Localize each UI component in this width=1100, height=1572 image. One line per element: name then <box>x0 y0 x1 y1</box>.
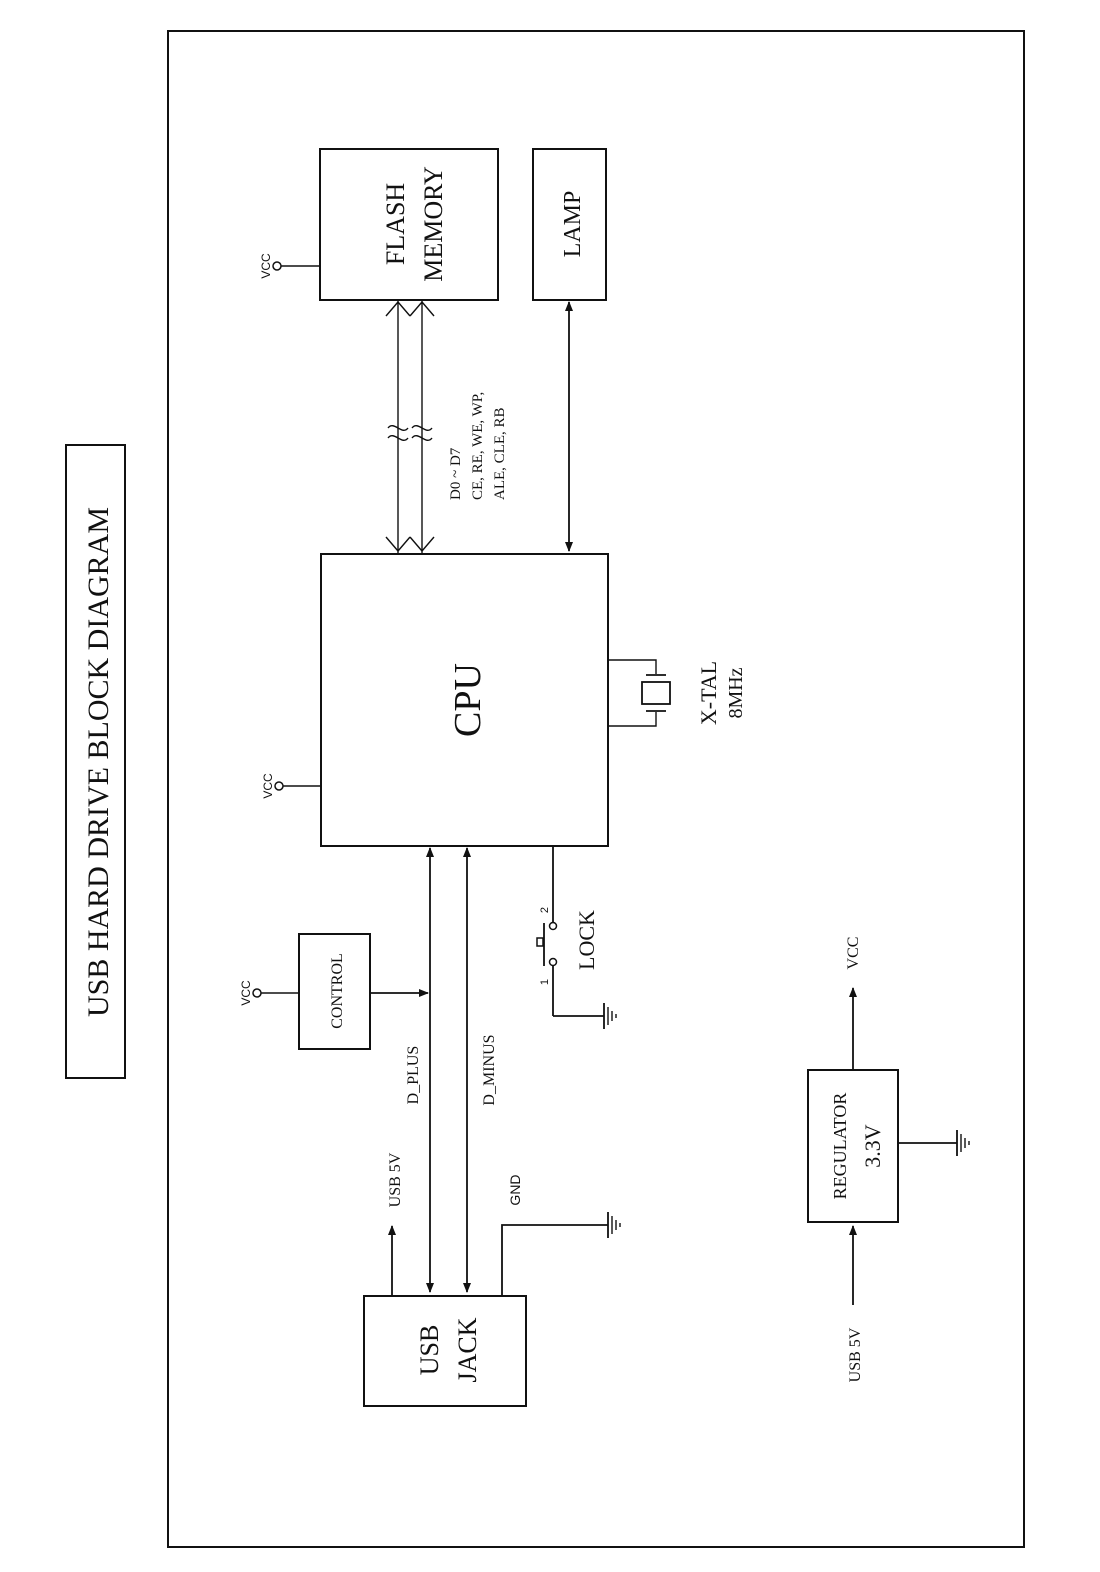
usb-5v-output: USB 5V <box>387 1152 404 1296</box>
ground-icon <box>607 1212 621 1238</box>
cpu-label: CPU <box>447 663 489 737</box>
control-vcc-label: VCC <box>239 980 253 1006</box>
control-vcc-node: VCC <box>239 980 299 1006</box>
regulator-input: USB 5V <box>847 1225 864 1382</box>
d-minus-line: D_MINUS <box>463 847 498 1293</box>
regulator-block: REGULATOR 3.3V <box>807 1069 899 1223</box>
d-plus-label: D_PLUS <box>405 1046 422 1105</box>
regulator-input-label: USB 5V <box>847 1327 864 1382</box>
regulator-output: VCC <box>845 937 862 1070</box>
regulator-voltage: 3.3V <box>860 1124 885 1168</box>
flash-bus-label-3: ALE, CLE, RB <box>492 408 508 501</box>
ground-icon <box>603 1003 617 1029</box>
d-minus-label: D_MINUS <box>481 1034 498 1105</box>
flash-bus-label-1: D0 ~ D7 <box>448 447 464 500</box>
flash-vcc-label: VCC <box>259 253 273 279</box>
usb-jack-label-1: USB <box>415 1325 444 1376</box>
lock-pin-2: 2 <box>539 907 551 913</box>
crystal-label: X-TAL <box>696 661 721 725</box>
regulator-output-label: VCC <box>845 937 862 970</box>
outer-border <box>167 30 1025 1548</box>
usb-5v-label: USB 5V <box>387 1152 404 1207</box>
flash-bus: D0 ~ D7 CE, RE, WE, WP, ALE, CLE, RB <box>385 300 508 553</box>
lamp-label: LAMP <box>560 191 586 258</box>
crystal: X-TAL 8MHz <box>608 659 747 727</box>
d-plus-line: D_PLUS <box>405 847 434 1293</box>
usb-jack-block: USB JACK <box>363 1295 527 1407</box>
crystal-frequency: 8MHz <box>725 667 747 718</box>
ground-icon <box>956 1130 970 1156</box>
usb-jack-label-2: JACK <box>453 1317 482 1382</box>
cpu-block: CPU <box>320 553 609 847</box>
lock-pin-1: 1 <box>539 979 551 985</box>
flash-memory-block: FLASH MEMORY <box>319 148 499 301</box>
gnd-label: GND <box>507 1174 523 1205</box>
control-label: CONTROL <box>329 953 346 1029</box>
flash-vcc-node: VCC <box>259 253 320 279</box>
diagram-title: USB HARD DRIVE BLOCK DIAGRAM <box>82 507 115 1017</box>
flash-memory-label-2: MEMORY <box>419 166 448 282</box>
cpu-vcc-node: VCC <box>261 773 321 799</box>
control-block: CONTROL <box>298 933 371 1050</box>
regulator-label: REGULATOR <box>830 1093 850 1200</box>
title-block: USB HARD DRIVE BLOCK DIAGRAM <box>65 444 126 1079</box>
flash-bus-label-2: CE, RE, WE, WP, <box>470 392 486 500</box>
lock-switch: 2 1 LOCK <box>536 846 604 1017</box>
cpu-vcc-label: VCC <box>261 773 275 799</box>
usb-gnd-link: GND <box>501 1174 608 1296</box>
lamp-block: LAMP <box>532 148 607 301</box>
lock-label: LOCK <box>574 910 599 970</box>
flash-memory-label-1: FLASH <box>381 183 410 266</box>
